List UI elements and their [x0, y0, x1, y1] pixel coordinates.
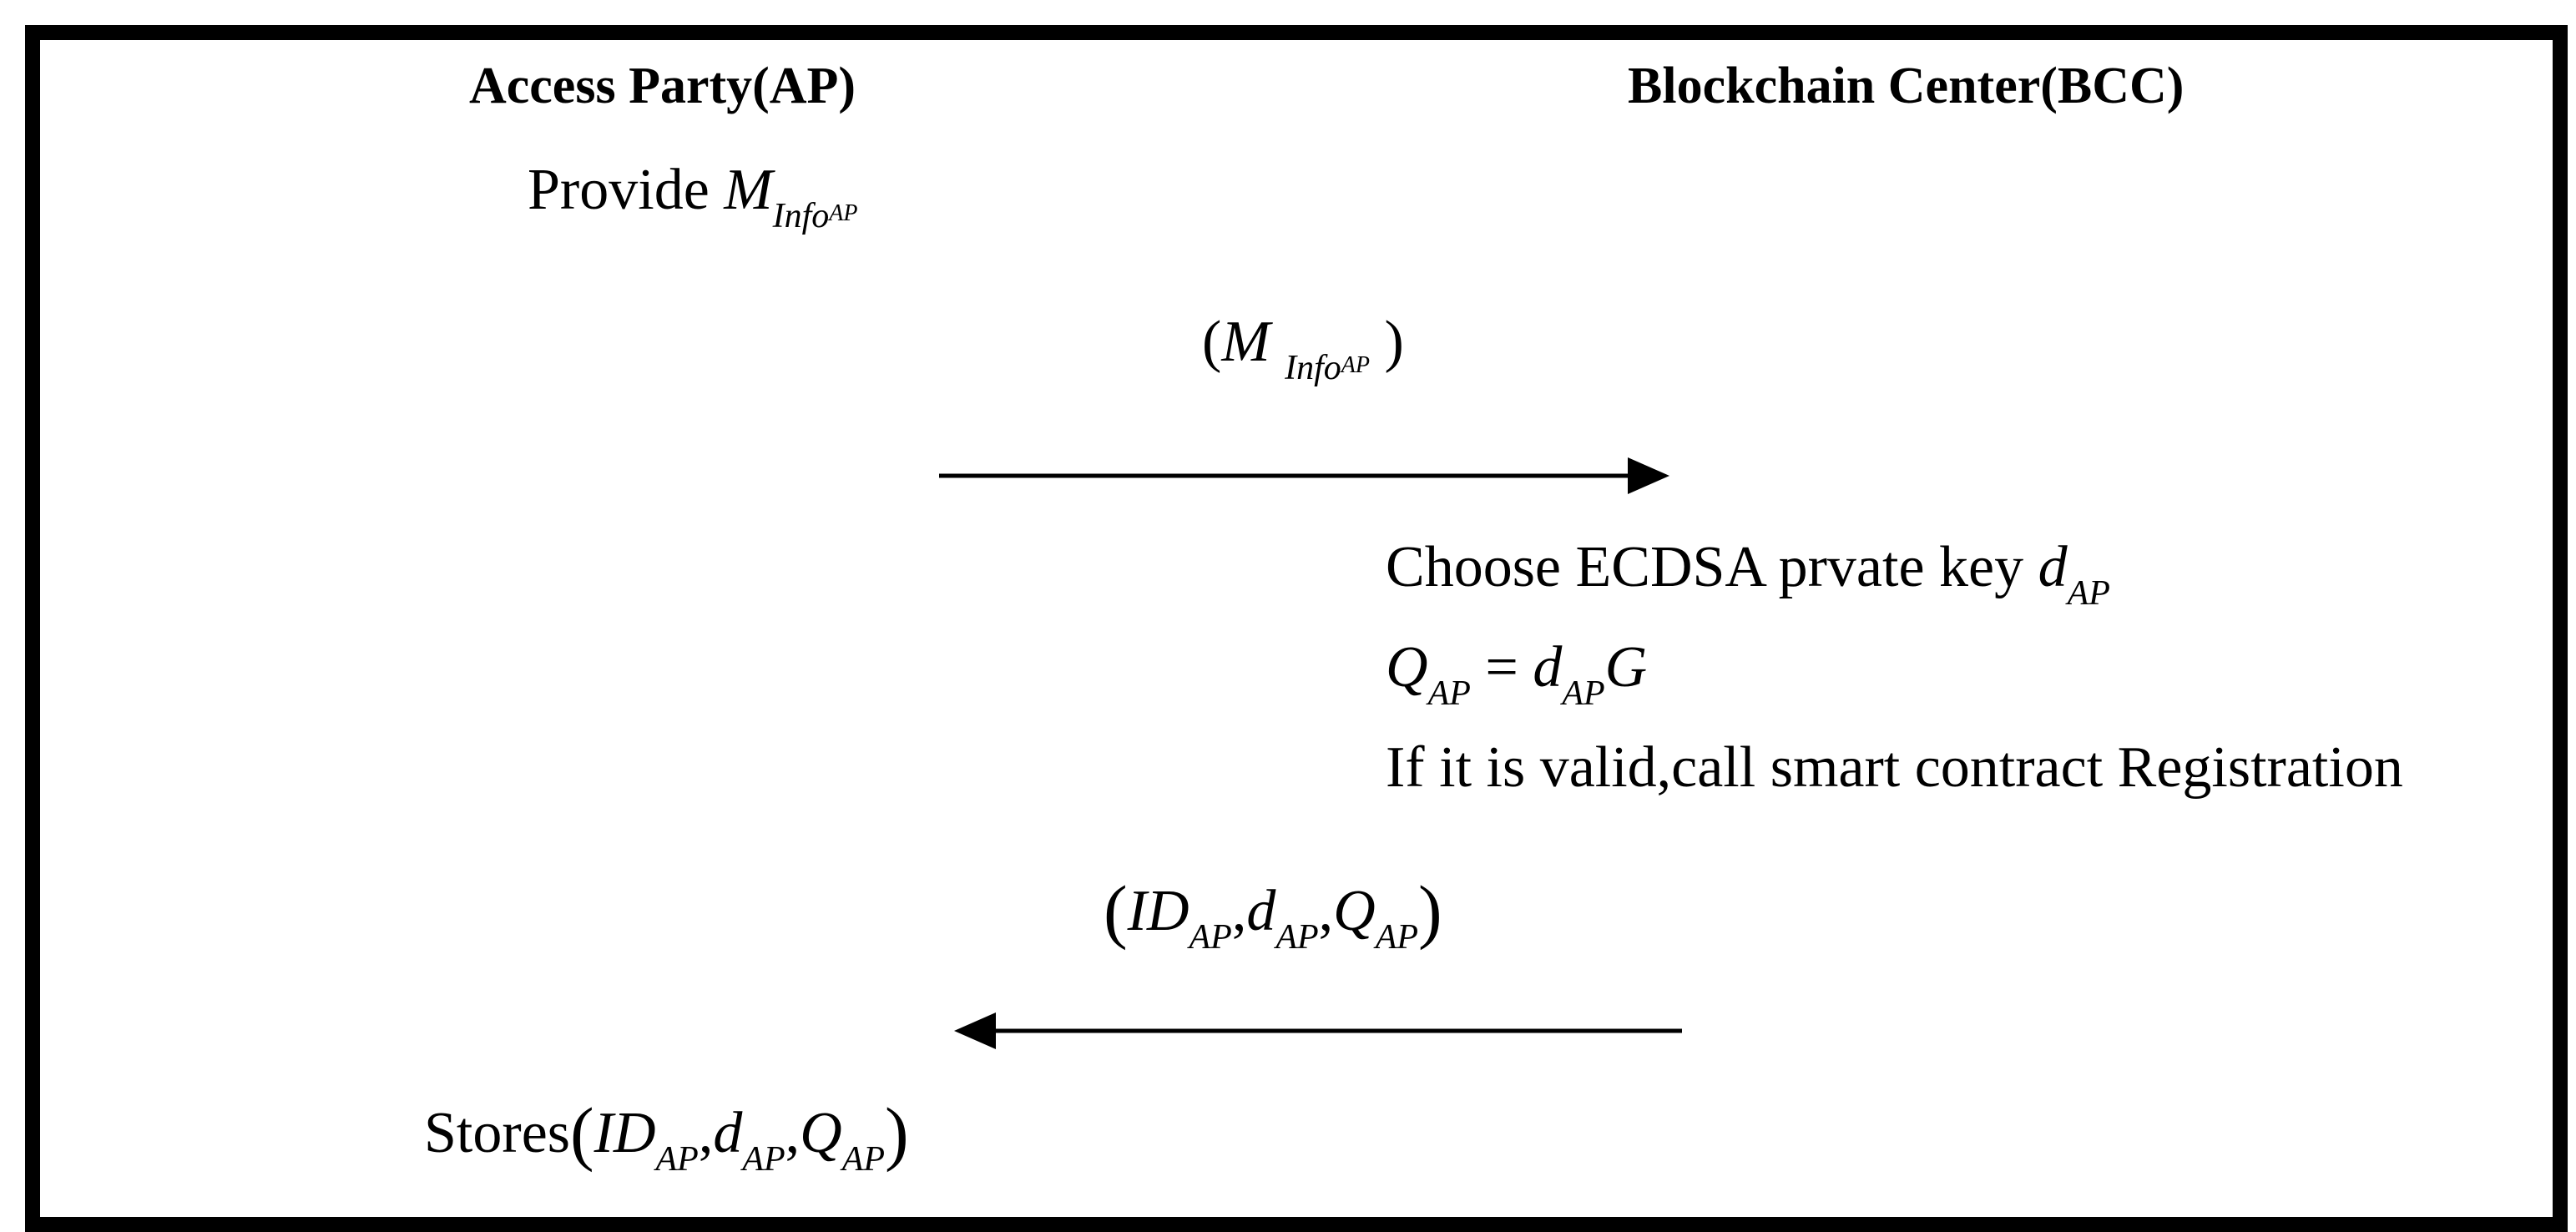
ap-header: Access Party(AP) [469, 58, 856, 114]
arrow-bcc-to-ap-head [954, 1012, 996, 1049]
open-paren: ( [1202, 310, 1222, 374]
stores-label: Stores [424, 1101, 570, 1165]
eq-rhs: d [1533, 635, 1563, 699]
provide-var-sub: Info [772, 197, 830, 235]
choose-key-step: Choose ECDSA prvate key dAP [1386, 535, 2110, 612]
message1-var: M [1221, 310, 1270, 374]
close-paren: ) [885, 1093, 909, 1173]
stores-id-sub: AP [655, 1140, 699, 1179]
eq-sign: = [1485, 635, 1518, 699]
message2-id: ID [1127, 879, 1190, 943]
message2-d: d [1246, 879, 1276, 943]
choose-key-var: d [2038, 535, 2068, 599]
comma: , [698, 1101, 714, 1165]
arrow-ap-to-bcc-head [1628, 457, 1669, 494]
arrow-ap-to-bcc [939, 457, 1669, 494]
choose-key-text: Choose ECDSA prvate key [1386, 535, 2024, 599]
message2-q-sub: AP [1375, 918, 1419, 957]
message1-var-sub: Info [1285, 349, 1341, 387]
arrow-bcc-to-ap [954, 1012, 1682, 1049]
message2-q: Q [1333, 879, 1376, 943]
message2-d-sub: AP [1275, 918, 1319, 957]
provide-var-subsub: AP [829, 200, 858, 226]
close-paren: ) [1384, 310, 1404, 374]
choose-key-var-sub: AP [2067, 574, 2110, 613]
stores-q-sub: AP [841, 1140, 886, 1179]
comma: , [1318, 879, 1334, 943]
validate-step: If it is valid,call smart contract Regis… [1386, 735, 2403, 800]
eq-lhs: Q [1386, 635, 1428, 699]
bcc-header: Blockchain Center(BCC) [1628, 58, 2185, 114]
stores-q: Q [800, 1101, 842, 1165]
stores-d: d [713, 1101, 743, 1165]
stores-d-sub: AP [742, 1140, 785, 1179]
comma: , [1231, 879, 1247, 943]
provide-var: M [724, 158, 773, 222]
close-paren: ) [1418, 871, 1442, 951]
message-ap-to-bcc: (M InfoAP ) [1202, 310, 1404, 386]
provide-label: Provide [528, 158, 710, 222]
eq-rhs-tail: G [1604, 635, 1648, 699]
provide-step: Provide MInfoAP [528, 158, 857, 235]
message2-id-sub: AP [1189, 918, 1232, 957]
eq-lhs-sub: AP [1427, 674, 1471, 713]
comma: , [785, 1101, 801, 1165]
open-paren: ( [570, 1093, 594, 1173]
public-key-equation: QAP = dAPG [1386, 639, 1647, 712]
open-paren: ( [1104, 871, 1128, 951]
message1-var-subsub: AP [1341, 352, 1370, 378]
stores-step: Stores(IDAP,dAP,QAP) [424, 1092, 909, 1177]
eq-rhs-sub: AP [1562, 674, 1605, 713]
message-bcc-to-ap: (IDAP,dAP,QAP) [1104, 870, 1442, 955]
stores-id: ID [593, 1101, 656, 1165]
